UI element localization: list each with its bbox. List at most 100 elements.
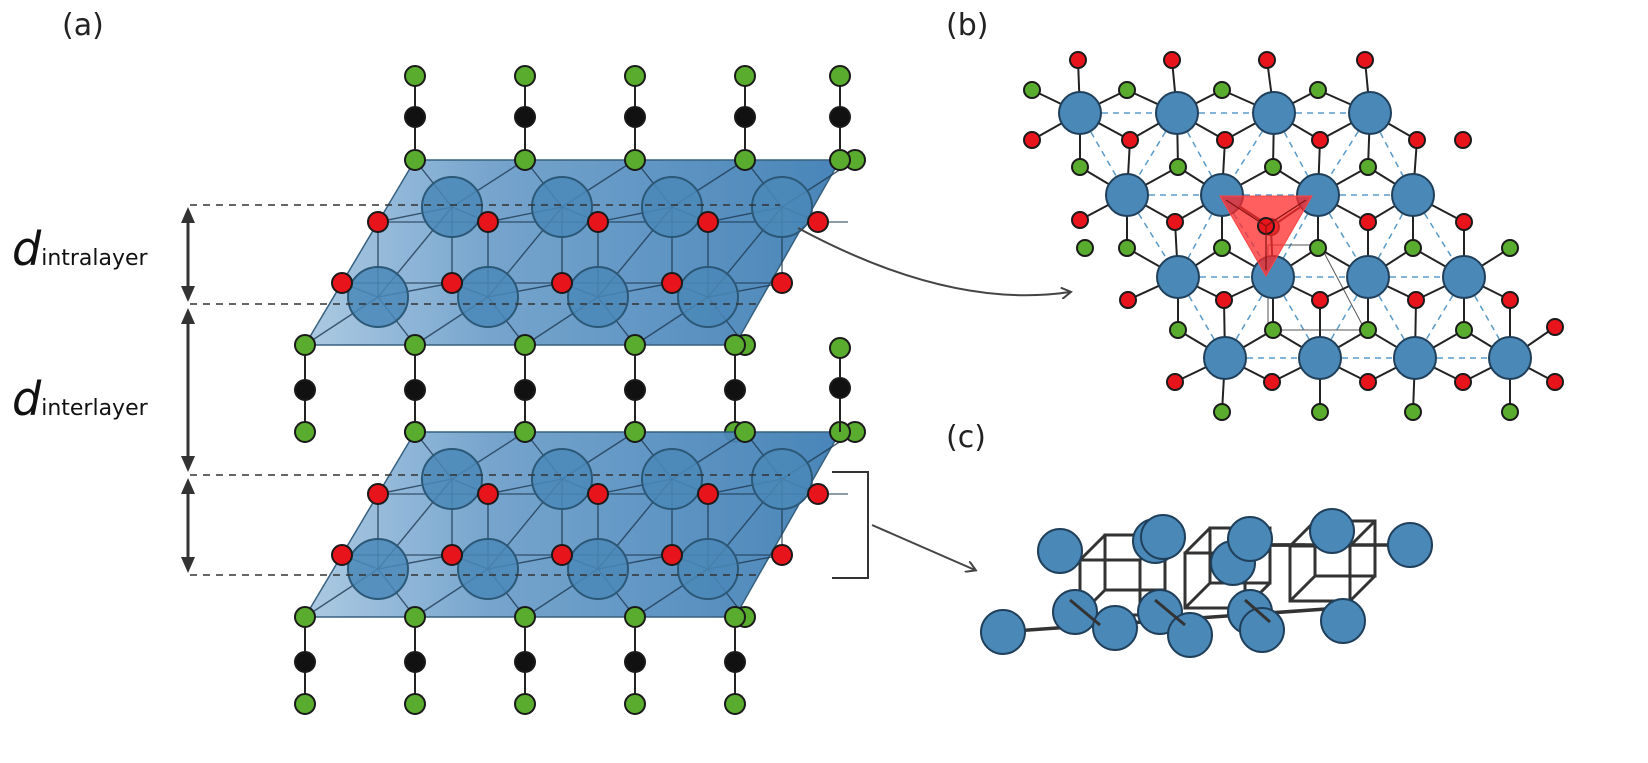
c-metal-atom [1239, 607, 1285, 653]
b-red-atom [1263, 373, 1281, 391]
intralayer-arrow-head-top [181, 207, 195, 223]
layer-2-metal-atom [457, 538, 519, 600]
layer-1-green-atom [624, 334, 646, 356]
d-intralayer-label: dintralayer [12, 222, 148, 276]
d-intralayer-subscript: intralayer [41, 246, 148, 271]
panel-a-layered-crystal [294, 65, 866, 715]
b-green-atom [1404, 403, 1422, 421]
c-metal-atom [1167, 612, 1213, 658]
interlayer-green-atom [829, 337, 851, 359]
c-metal-atom [1227, 516, 1273, 562]
layer-2-red-atom [367, 483, 389, 505]
layer-1-green-atom [404, 65, 426, 87]
layer-1-green-atom [294, 334, 316, 356]
layer-2-black-atom [294, 651, 316, 673]
layer-1-metal-atom [567, 266, 629, 328]
b-triangle-line [1225, 199, 1267, 227]
intralayer-arrow-lower-head-top [181, 478, 195, 494]
layer-1-metal-atom [421, 176, 483, 238]
layer-2-red-atom [477, 483, 499, 505]
b-green-atom [1076, 239, 1094, 257]
layer-1-metal-atom [677, 266, 739, 328]
layer-1-green-atom [404, 334, 426, 356]
b-red-atom [1215, 291, 1233, 309]
layer-1-metal-atom [347, 266, 409, 328]
layer-2-green-atom [624, 693, 646, 715]
b-red-atom [1311, 291, 1329, 309]
b-green-atom [1501, 403, 1519, 421]
arrow-to-panel-c [871, 524, 975, 570]
layer-1-black-atom [514, 106, 536, 128]
b-green-atom [1118, 81, 1136, 99]
b-metal-atom [1348, 91, 1392, 135]
layer-1-black-atom [624, 106, 646, 128]
layer-2-black-atom [404, 651, 426, 673]
b-red-atom [1166, 213, 1184, 231]
intralayer-arrow-head-bottom [181, 286, 195, 302]
layer-1-black-atom [734, 106, 756, 128]
connector-arrows [797, 227, 1070, 570]
c-metal-atom [1309, 508, 1355, 554]
b-green-atom [1169, 321, 1187, 339]
b-metal-atom [1296, 173, 1340, 217]
layer-1-metal-atom [641, 176, 703, 238]
b-green-atom [1359, 321, 1377, 339]
b-metal-atom [1391, 173, 1435, 217]
b-red-atom [1216, 131, 1234, 149]
layer-2-green-atom [404, 421, 426, 443]
layer-2-green-atom [514, 606, 536, 628]
layer-2-red-atom [587, 483, 609, 505]
b-metal-atom [1105, 173, 1149, 217]
layer-2-green-atom [294, 693, 316, 715]
layer-1-metal-atom [457, 266, 519, 328]
layer-1-black-atom [294, 379, 316, 401]
b-green-atom [1455, 321, 1473, 339]
layer-1-red-atom [551, 272, 573, 294]
b-metal-atom [1155, 91, 1199, 135]
layer-1-green-atom [724, 334, 746, 356]
b-red-atom [1311, 131, 1329, 149]
layer-2-metal-atom [531, 448, 593, 510]
layer-1-red-atom [441, 272, 463, 294]
b-green-atom [1359, 158, 1377, 176]
layer-2-black-atom [514, 651, 536, 673]
c-metal-atom [1052, 589, 1098, 635]
layer-2-green-atom [404, 606, 426, 628]
layer-1-red-atom [771, 272, 793, 294]
b-red-atom [1408, 131, 1426, 149]
layer-2-metal-atom [641, 448, 703, 510]
b-red-atom [1163, 51, 1181, 69]
layer-1-red-atom [661, 272, 683, 294]
layer-1-green-atom [624, 65, 646, 87]
layer-1-metal-atom [751, 176, 813, 238]
layer-1-green-atom [514, 334, 536, 356]
c-bond [1069, 598, 1101, 627]
b-red-atom [1121, 131, 1139, 149]
layer-2-metal-atom [567, 538, 629, 600]
layer-1-black-atom [724, 379, 746, 401]
d-interlayer-subscript: interlayer [41, 396, 148, 421]
layer-1-green-atom [404, 149, 426, 171]
b-green-atom [1213, 239, 1231, 257]
layer-1-red-atom [331, 272, 353, 294]
layer-2-green-atom [514, 693, 536, 715]
interlayer-black-atom [829, 377, 851, 399]
b-metal-atom [1298, 336, 1342, 380]
c-metal-atom [1037, 528, 1083, 574]
layer-1-green-atom [829, 149, 851, 171]
b-red-atom [1071, 211, 1089, 229]
layer-1-green-atom [734, 65, 756, 87]
layer-bracket [832, 471, 869, 579]
layer-1-black-atom [829, 106, 851, 128]
b-red-atom [1455, 213, 1473, 231]
b-green-atom [1118, 239, 1136, 257]
layer-2-red-atom [331, 544, 353, 566]
b-green-atom [1264, 158, 1282, 176]
c-metal-atom [1320, 598, 1366, 644]
b-red-atom [1069, 51, 1087, 69]
interlayer-arrow-head-top [181, 308, 195, 324]
b-red-atom [1166, 373, 1184, 391]
b-metal-atom [1058, 91, 1102, 135]
b-metal-atom [1156, 255, 1200, 299]
